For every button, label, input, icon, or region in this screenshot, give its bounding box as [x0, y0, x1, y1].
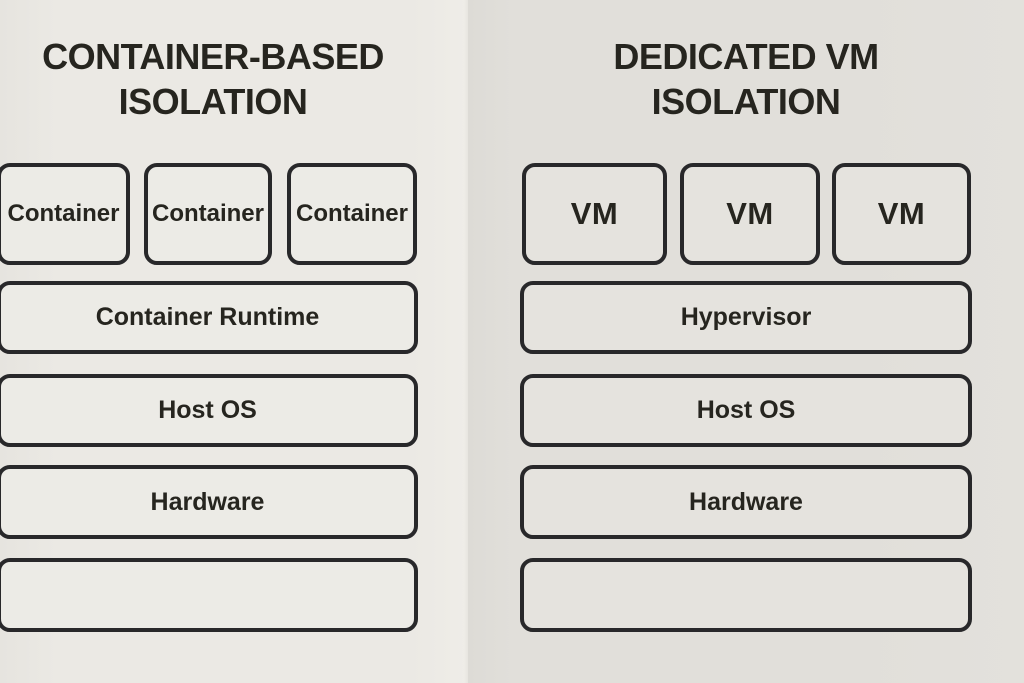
vm-isolation-panel: DEDICATED VM ISOLATION VM VM VM Hypervis…: [468, 0, 1024, 683]
right-host-os-layer: Host OS: [520, 374, 972, 447]
hypervisor-layer: Hypervisor: [520, 281, 972, 354]
container-box-1: Container: [0, 163, 130, 265]
vm-box-1: VM: [522, 163, 667, 265]
vm-box-3: VM: [832, 163, 971, 265]
left-host-os-label: Host OS: [158, 396, 257, 424]
vm-box-1-label: VM: [570, 196, 619, 231]
container-panel-title: CONTAINER-BASED ISOLATION: [0, 34, 426, 124]
container-runtime-label: Container Runtime: [95, 303, 320, 331]
right-empty-layer: [520, 558, 972, 632]
left-host-os-layer: Host OS: [0, 374, 418, 447]
vm-panel-title-line1: DEDICATED VM: [613, 36, 879, 77]
vm-panel-title-line2: ISOLATION: [651, 81, 841, 122]
right-hardware-layer: Hardware: [520, 465, 972, 539]
vm-box-2-label: VM: [726, 196, 774, 231]
right-host-os-label: Host OS: [696, 396, 796, 424]
vm-box-3-label: VM: [877, 196, 926, 231]
vm-panel-title: DEDICATED VM ISOLATION: [468, 34, 1024, 124]
container-box-1-label: Container: [7, 200, 120, 227]
container-box-2-label: Container: [151, 200, 264, 227]
container-panel-title-line1: CONTAINER-BASED: [42, 36, 384, 77]
container-isolation-panel: CONTAINER-BASED ISOLATION Container Cont…: [0, 0, 468, 683]
hypervisor-label: Hypervisor: [680, 303, 812, 331]
container-panel-title-line2: ISOLATION: [118, 81, 308, 122]
container-box-3-label: Container: [295, 200, 408, 227]
right-hardware-label: Hardware: [689, 487, 803, 516]
container-runtime-layer: Container Runtime: [0, 281, 418, 354]
left-hardware-label: Hardware: [150, 487, 265, 516]
container-box-3: Container: [287, 163, 417, 265]
left-empty-layer: [0, 558, 418, 632]
left-hardware-layer: Hardware: [0, 465, 418, 539]
vm-box-2: VM: [680, 163, 820, 265]
container-box-2: Container: [144, 163, 272, 265]
